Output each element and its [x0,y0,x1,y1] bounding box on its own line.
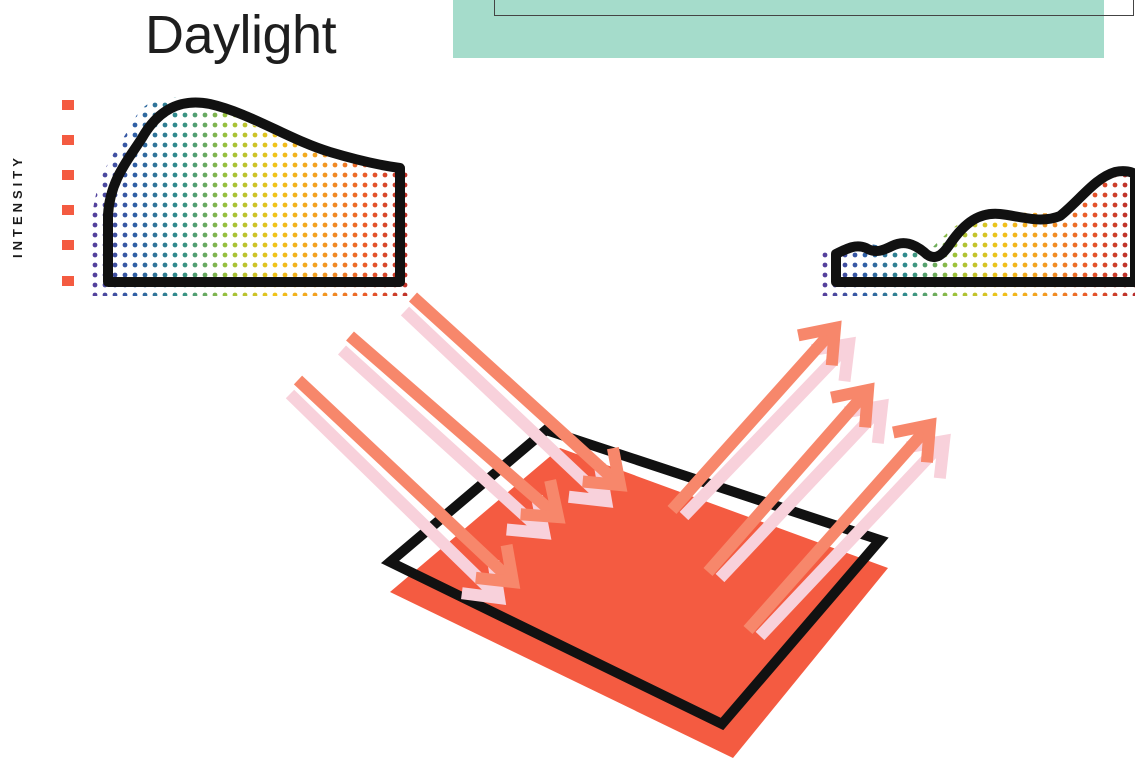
reflected-ray-shaft [703,389,870,576]
reflected-ray-head [892,417,937,463]
reflected-ray-shadow-shaft [679,342,851,521]
reflected-ray-shaft [667,326,837,515]
reflected-ray-shadow-shaft [755,439,946,641]
incoming-ray-shaft [408,292,622,487]
incoming-ray-shaft [293,375,515,584]
intensity-tick [62,240,74,250]
incoming-ray-head [582,447,628,492]
intensity-tick [62,170,74,180]
intensity-tick [62,205,74,215]
reflected-ray-head [830,382,875,428]
reflected-ray-shaft [743,424,932,634]
diagram-title: Daylight [145,5,337,65]
incoming-ray-shaft [346,331,559,519]
daylight-spectrum [92,97,408,296]
incoming-ray-shadow-shaft [285,389,501,600]
intensity-tick [62,100,74,110]
header-banner [453,0,1104,58]
intensity-tick [62,135,74,145]
intensity-tick [62,276,74,286]
daylight-spectrum-outline [103,97,405,287]
incoming-ray-head [475,544,521,589]
incoming-light-rays [285,292,628,605]
incoming-ray-shadow-shaft [400,306,608,503]
reflected-spectrum [822,166,1135,296]
incoming-ray-shadow-shaft [337,345,546,535]
reflected-light-rays [667,320,951,641]
reflected-ray-head [797,320,842,366]
incoming-ray-head [520,479,566,524]
reflected-ray-shadow-shaft [715,404,884,583]
reflected-spectrum-outline [831,166,1135,287]
intensity-ticks [62,100,74,286]
header-box [494,0,1134,16]
